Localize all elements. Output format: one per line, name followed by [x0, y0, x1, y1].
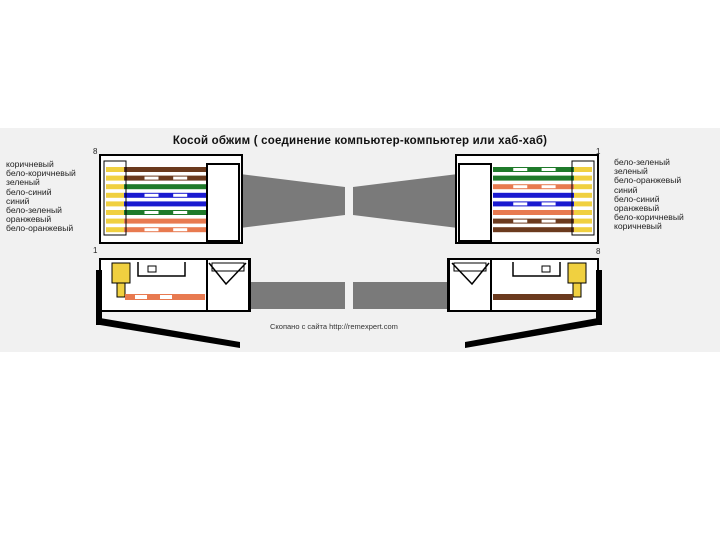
- cable-left-top: [240, 174, 345, 228]
- left-wire-stripe: [144, 176, 159, 180]
- right-wire-green: [493, 175, 574, 181]
- left-wire-blue-white: [124, 192, 206, 198]
- right-contact-pad: [574, 184, 592, 190]
- left-pin-bottom: 1: [93, 246, 98, 255]
- right-wire-orange-white: [493, 184, 574, 190]
- legend-item: коричневый: [614, 221, 662, 232]
- left-wire-green: [124, 184, 206, 190]
- right-connector-top: [455, 154, 599, 244]
- source-credit: Скопано с сайта http://remexpert.com: [270, 322, 398, 331]
- right-color-legend: бело-зеленый зеленый бело-оранжевый сини…: [614, 157, 684, 232]
- right-wire-stripe: [541, 168, 556, 171]
- left-wire-orange: [124, 218, 206, 224]
- right-wire-stripe: [541, 185, 556, 189]
- legend-item: бело-синий: [614, 193, 660, 204]
- right-contact-pad: [574, 218, 592, 224]
- left-wire-blue: [124, 201, 206, 207]
- right-wire-stripe: [513, 185, 528, 189]
- left-wire-stripe: [173, 228, 188, 232]
- legend-item: бело-оранжевый: [614, 175, 682, 186]
- legend-item: коричневый: [6, 159, 54, 169]
- left-wire-stripe: [144, 211, 159, 214]
- right-wire-stripe: [513, 202, 528, 206]
- right-contact-pad: [574, 210, 592, 215]
- right-connector-side: [447, 258, 602, 348]
- left-wire-stripe: [173, 193, 188, 197]
- left-wire-stripe: [173, 211, 188, 214]
- right-contact-pad: [574, 175, 592, 181]
- diagram-title: Косой обжим ( соединение компьютер-компь…: [172, 135, 548, 147]
- left-wire-green-white: [124, 210, 206, 215]
- left-contact-pad: [106, 227, 124, 233]
- right-contact-pad: [574, 167, 592, 172]
- legend-item: зеленый: [6, 177, 40, 188]
- right-contact-pad: [574, 192, 592, 198]
- left-pin-top: 8: [93, 147, 98, 156]
- left-contact-pad: [106, 175, 124, 181]
- left-contact-pad: [106, 201, 124, 207]
- left-contact-pad: [106, 192, 124, 198]
- left-contact-pad: [106, 210, 124, 215]
- cable-right-top: [353, 174, 458, 228]
- right-wire-stripe: [513, 219, 528, 223]
- left-wire-orange-white: [124, 227, 206, 233]
- left-wire-stripe: [173, 176, 188, 180]
- right-wire-blue: [493, 192, 574, 198]
- legend-item: синий: [614, 184, 638, 195]
- legend-item: бело-синий: [6, 186, 52, 197]
- right-pin-bottom: 8: [596, 247, 601, 256]
- right-wire-green-white: [493, 167, 574, 172]
- legend-item: синий: [6, 195, 30, 206]
- left-wire-stripe: [144, 228, 159, 232]
- left-contact-pad: [106, 167, 124, 172]
- right-wire-orange: [493, 210, 574, 215]
- left-color-legend: коричневый бело-коричневый зеленый бело-…: [6, 159, 76, 234]
- right-wire-stripe: [541, 202, 556, 206]
- left-connector-side: [96, 258, 251, 348]
- right-wire-stripe: [513, 168, 528, 171]
- left-connector-top: [99, 154, 243, 244]
- legend-item: оранжевый: [614, 203, 660, 214]
- left-wire-brown-white: [124, 175, 206, 181]
- left-wire-brown: [124, 167, 206, 172]
- right-wire-stripe: [541, 219, 556, 223]
- right-wire-brown: [493, 227, 574, 233]
- legend-item: бело-зеленый: [614, 157, 670, 167]
- right-pin-top: 1: [596, 147, 601, 156]
- left-contact-pad: [106, 184, 124, 190]
- legend-item: зеленый: [614, 166, 648, 177]
- legend-item: бело-зеленый: [6, 205, 62, 216]
- left-contact-pad: [106, 218, 124, 224]
- right-contact-pad: [574, 227, 592, 233]
- right-wire-blue-white: [493, 201, 574, 207]
- right-contact-pad: [574, 201, 592, 207]
- legend-item: бело-коричневый: [6, 168, 76, 179]
- left-wire-stripe: [144, 193, 159, 197]
- right-wire-brown-white: [493, 218, 574, 224]
- legend-item: бело-коричневый: [614, 212, 684, 223]
- legend-item: оранжевый: [6, 214, 52, 225]
- legend-item: бело-оранжевый: [6, 223, 74, 234]
